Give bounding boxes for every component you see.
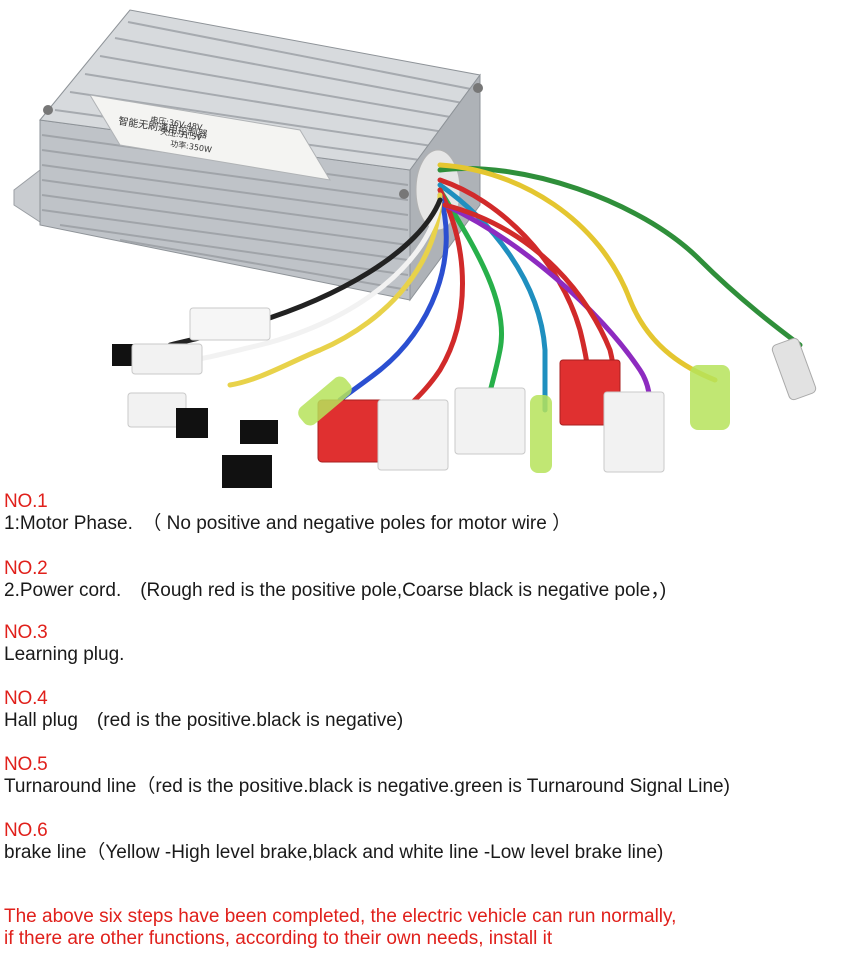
- black-connector: [222, 455, 272, 488]
- step-description: 2.Power cord. (Rough red is the positive…: [4, 580, 667, 601]
- controller-illustration: 智能无刷通用控制器 电压:36V-48V 欠压:31.5V 功率:350W: [13, 9, 817, 488]
- green-sleeve: [298, 376, 352, 426]
- heatsink-fins-top: [54, 21, 477, 161]
- black-connector: [176, 408, 208, 438]
- spec-label: [89, 94, 331, 181]
- black-connector: [112, 344, 136, 366]
- completion-note: The above six steps have been completed,…: [4, 906, 676, 950]
- white-connector: [454, 387, 526, 455]
- completion-note-line: if there are other functions, according …: [4, 928, 553, 949]
- black-connector: [240, 420, 278, 444]
- step-6: NO.6 brake line（Yellow -High level brake…: [4, 820, 663, 864]
- step-description: brake line（Yellow -High level brake,blac…: [4, 842, 664, 863]
- step-1: NO.1 1:Motor Phase. （ No positive and ne…: [4, 491, 571, 535]
- white-connector: [603, 391, 665, 473]
- wire-bundle: [167, 162, 803, 413]
- screw-icon: [399, 189, 409, 199]
- white-connector: [377, 399, 449, 471]
- step-description: Turnaround line（red is the positive.blac…: [4, 776, 730, 797]
- bullet-terminal: [771, 337, 817, 401]
- step-4: NO.4 Hall plug (red is the positive.blac…: [4, 688, 403, 732]
- completion-note-line: The above six steps have been completed,…: [4, 906, 677, 927]
- step-5: NO.5 Turnaround line（red is the positive…: [4, 754, 730, 798]
- step-description: Learning plug.: [4, 644, 125, 665]
- step-3: NO.3 Learning plug.: [4, 622, 124, 666]
- step-title: NO.6: [4, 820, 48, 841]
- controller-photo: 智能无刷通用控制器 电压:36V-48V 欠压:31.5V 功率:350W: [13, 9, 817, 488]
- step-title: NO.1: [4, 491, 48, 512]
- step-description: 1:Motor Phase. （ No positive and negativ…: [4, 513, 572, 534]
- white-connector: [131, 343, 203, 375]
- step-description: Hall plug (red is the positive.black is …: [4, 710, 404, 731]
- step-title: NO.2: [4, 558, 48, 579]
- step-title: NO.3: [4, 622, 48, 643]
- step-2: NO.2 2.Power cord. (Rough red is the pos…: [4, 558, 666, 602]
- white-connector: [189, 307, 271, 341]
- green-sleeve: [690, 365, 730, 430]
- screw-icon: [473, 83, 483, 93]
- step-title: NO.4: [4, 688, 48, 709]
- step-title: NO.5: [4, 754, 48, 775]
- screw-icon: [43, 105, 53, 115]
- green-sleeve: [530, 395, 552, 473]
